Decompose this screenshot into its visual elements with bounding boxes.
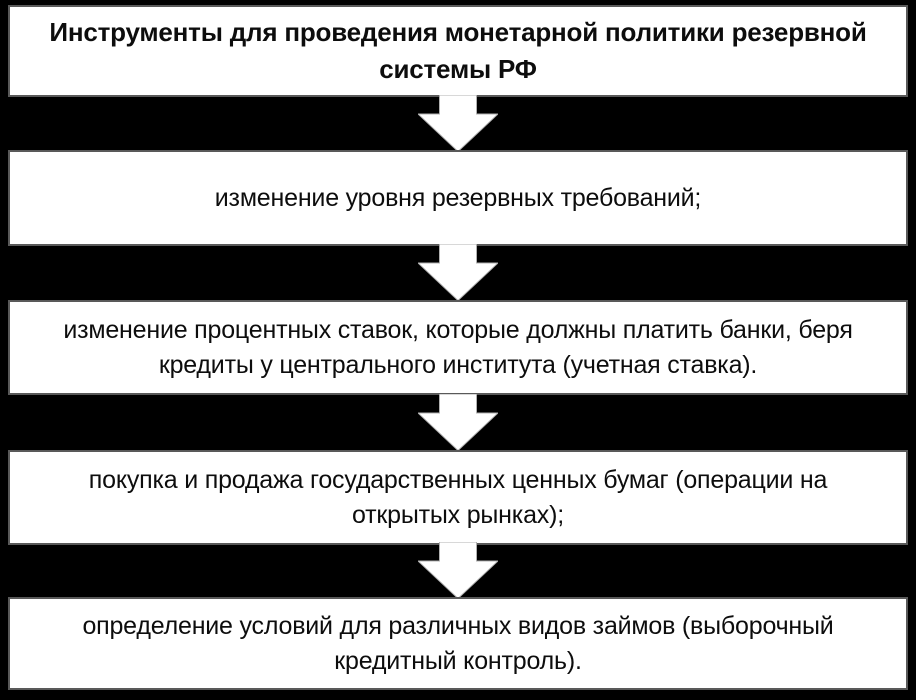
flow-box-open-market: покупка и продажа государственных ценных…	[8, 450, 908, 545]
down-arrow-icon	[418, 95, 498, 152]
flow-box-text: изменение уровня резервных требований;	[214, 183, 702, 212]
flow-box-reserve-requirements: изменение уровня резервных требований;	[8, 150, 908, 246]
flow-box-text: изменение процентных ставок, которые дол…	[63, 315, 853, 379]
down-arrow-icon	[418, 244, 498, 301]
flow-box-text: определение условий для различных видов …	[82, 611, 834, 675]
flow-box-loan-conditions: определение условий для различных видов …	[8, 597, 908, 690]
flow-box-text: покупка и продажа государственных ценных…	[88, 465, 828, 529]
diagram-title: Инструменты для проведения монетарной по…	[49, 17, 867, 84]
down-arrow-icon	[418, 542, 498, 599]
flow-box-interest-rates: изменение процентных ставок, которые дол…	[8, 300, 908, 395]
diagram-title-box: Инструменты для проведения монетарной по…	[8, 5, 908, 97]
down-arrow-icon	[418, 394, 498, 451]
